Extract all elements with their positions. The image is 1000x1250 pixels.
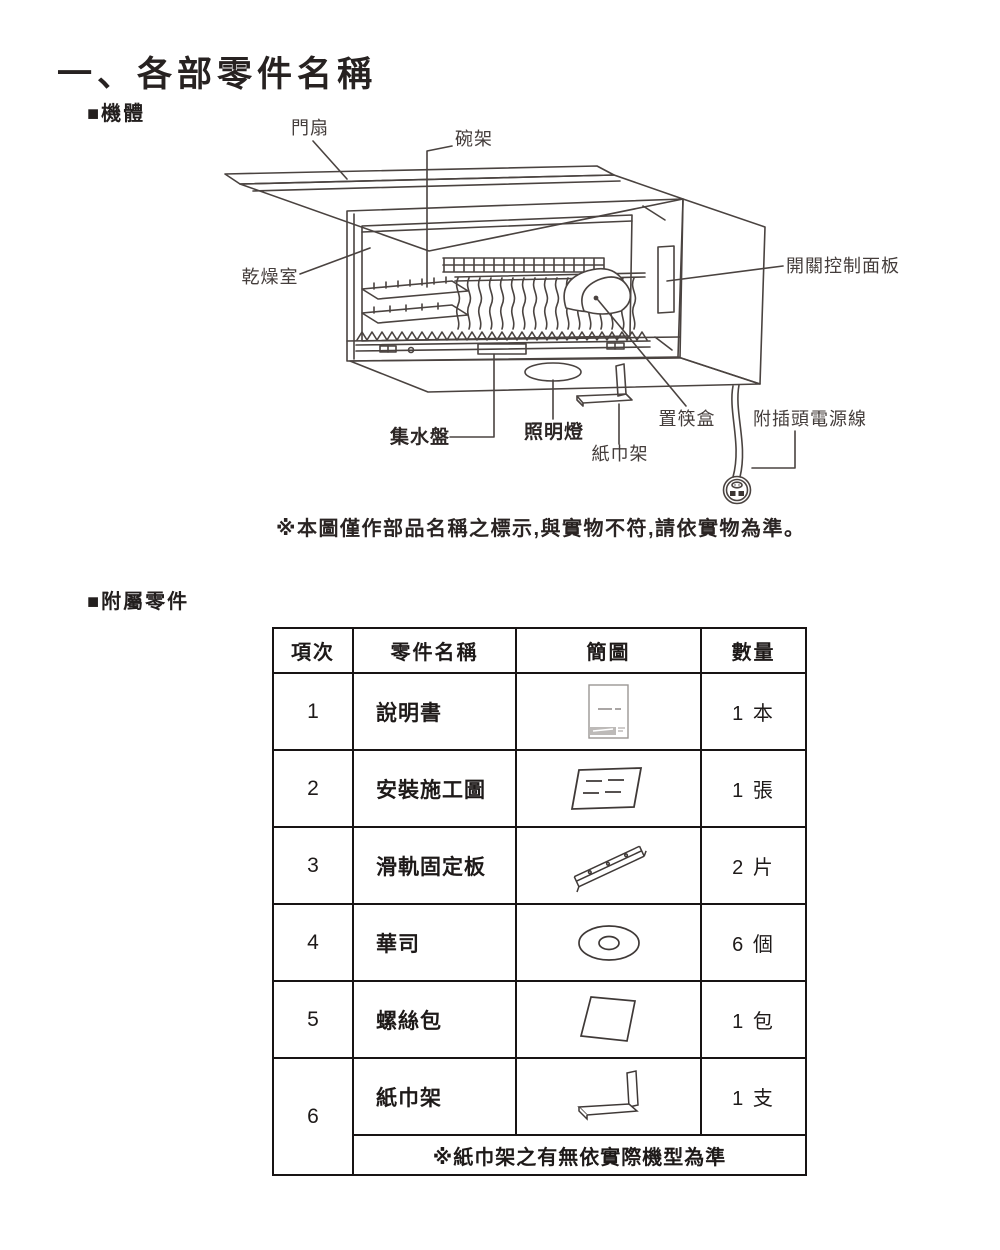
- door-panel: [224, 165, 684, 252]
- label-bowl-rack: 碗架: [455, 129, 493, 149]
- row-name: 說明書: [352, 672, 517, 751]
- header-sketch: 簡圖: [515, 627, 702, 674]
- row-qty: 1 包: [700, 980, 807, 1059]
- row-qty: 1 本: [700, 672, 807, 751]
- table-row: 4 華司 6 個: [272, 903, 807, 982]
- label-water-tray: 集水盤: [389, 425, 450, 448]
- row-name: 螺絲包: [352, 980, 517, 1059]
- table-footnote: ※紙巾架之有無依實際機型為準: [352, 1134, 807, 1176]
- row-name: 滑軌固定板: [352, 826, 517, 905]
- row-no: 5: [272, 980, 354, 1059]
- accessories-table: 項次 零件名稱 簡圖 數量 1 說明書 1 本: [272, 627, 807, 1176]
- header-quantity: 數量: [700, 627, 807, 674]
- control-panel: [657, 245, 675, 314]
- table-footnote-row: ※紙巾架之有無依實際機型為準: [273, 1134, 807, 1176]
- table-header-row: 項次 零件名稱 簡圖 數量: [272, 627, 807, 674]
- row-no: 4: [272, 903, 354, 982]
- label-power-cord: 附插頭電源線: [753, 409, 867, 429]
- washer-icon: [577, 924, 640, 961]
- slide-rail-fixing-plate-icon: [573, 845, 647, 892]
- row-name: 安裝施工圖: [352, 749, 517, 828]
- manual-booklet-icon: [587, 683, 629, 739]
- table-row: 3 滑軌固定板 2 片: [272, 826, 807, 905]
- label-chopstick-box: 置筷盒: [659, 409, 716, 429]
- screw-pack-icon: [579, 995, 636, 1042]
- row-sketch: [515, 672, 702, 751]
- machine-diagram: 門扇 碗架 乾燥室 開關控制面板 集水盤 照明燈 紙巾架 置筷盒 附插頭電源線: [224, 118, 900, 505]
- base-band: [346, 336, 681, 355]
- diagram-disclaimer-note: ※本圖僅作部品名稱之標示,與實物不符,請依實物為準。: [276, 518, 806, 540]
- paper-towel-rack-icon: [576, 1069, 639, 1121]
- row-no: 2: [272, 749, 354, 828]
- table-row: 5 螺絲包 1 包: [272, 980, 807, 1059]
- label-paper-towel-rack: 紙巾架: [592, 444, 649, 464]
- paper-towel-bracket: [576, 363, 633, 407]
- row-sketch: [515, 1057, 702, 1136]
- row-sketch: [515, 749, 702, 828]
- header-item-no: 項次: [272, 627, 354, 674]
- pointer-lines: [299, 140, 796, 469]
- side-shelves: [361, 276, 469, 324]
- section-label-machine-body: ■機體: [87, 103, 146, 125]
- row-sketch: [515, 903, 702, 982]
- cabinet-right-side: [677, 198, 766, 385]
- table-row: 6 紙巾架 1 支: [272, 1057, 807, 1176]
- row-qty: 6 個: [700, 903, 807, 982]
- row-no: 6: [272, 1057, 354, 1176]
- row-qty: 1 支: [700, 1057, 807, 1136]
- installation-drawing-icon: [570, 766, 642, 810]
- row-sketch: [515, 980, 702, 1059]
- row-name: 紙巾架: [352, 1057, 517, 1136]
- label-door: 門扇: [291, 118, 329, 138]
- row-no: 1: [272, 672, 354, 751]
- row-sketch: [515, 826, 702, 905]
- bowl-rack-grid: [442, 257, 605, 273]
- row-qty: 2 片: [700, 826, 807, 905]
- lamp-oval: [524, 362, 582, 382]
- bowls: [563, 267, 632, 315]
- label-lighting-lamp: 照明燈: [524, 420, 584, 443]
- row-name: 華司: [352, 903, 517, 982]
- header-part-name: 零件名稱: [352, 627, 517, 674]
- row-qty: 1 張: [700, 749, 807, 828]
- row-no: 3: [272, 826, 354, 905]
- table-row: 1 說明書 1 本: [272, 672, 807, 751]
- chopstick-box-marker: [593, 295, 599, 301]
- label-drying-chamber: 乾燥室: [242, 267, 299, 287]
- cabinet-underside: [349, 356, 761, 393]
- table-row: 2 安裝施工圖 1 張: [272, 749, 807, 828]
- label-control-panel: 開關控制面板: [786, 256, 900, 276]
- section-label-accessories: ■附屬零件: [87, 591, 190, 613]
- page-title: 一、各部零件名稱: [57, 55, 378, 94]
- power-cord: [722, 384, 752, 505]
